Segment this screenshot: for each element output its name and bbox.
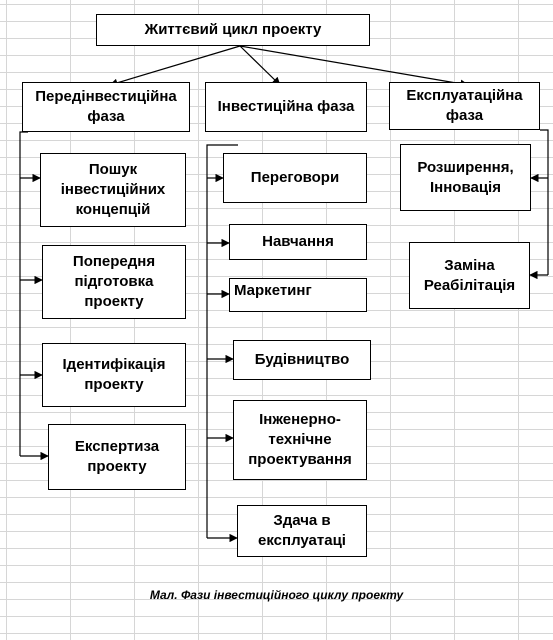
connector-oper-trunk (540, 129, 549, 275)
inv-step-box: Переговори (223, 153, 367, 203)
oper-step-label: Заміна Реабілітація (423, 256, 516, 294)
inv-step-box: Маркетинг (229, 278, 367, 312)
phase-investment: Інвестиційна фаза (205, 82, 367, 132)
root-label: Життєвий цикл проекту (144, 21, 322, 38)
connector-inv-trunk (206, 144, 238, 538)
oper-step-box: Розширення, Інновація (400, 144, 531, 211)
pre-step-box: Пошук інвестиційних концепцій (40, 153, 186, 227)
pre-step-box: Експертиза проекту (48, 424, 186, 490)
phase-label: Передінвестиційна фаза (35, 88, 177, 125)
inv-step-label: Будівництво (254, 351, 350, 368)
pre-step-label: Експертиза проекту (74, 438, 160, 475)
inv-step-box: Будівництво (233, 340, 371, 380)
root-box: Життєвий цикл проекту (96, 14, 370, 46)
oper-step-box: Заміна Реабілітація (409, 242, 530, 309)
phase-operation: Експлуатаційна фаза (389, 82, 540, 130)
figure-caption: Мал. Фази інвестиційного циклу проекту (149, 588, 404, 602)
phase-label: Інвестиційна фаза (217, 98, 355, 115)
inv-step-label: Переговори (250, 169, 340, 186)
phase-label: Експлуатаційна фаза (406, 87, 523, 124)
oper-step-label: Розширення, Інновація (417, 158, 514, 196)
connector-root-oper (239, 45, 469, 88)
connector-pre-trunk (19, 131, 28, 456)
pre-step-label: Ідентифікація проекту (62, 356, 166, 393)
pre-step-box: Попередня підготовка проекту (42, 245, 186, 319)
connector-root-pre (109, 45, 241, 87)
inv-step-label: Маркетинг (234, 282, 312, 299)
inv-step-label: Інженерно-технічне проектування (248, 411, 352, 468)
pre-step-label: Пошук інвестиційних концепцій (60, 161, 166, 218)
inv-step-box: Здача в експлуатаці (237, 505, 367, 557)
pre-step-label: Попередня підготовка проекту (72, 253, 156, 310)
inv-step-box: Інженерно-технічне проектування (233, 400, 367, 480)
connector-root-inv (239, 45, 281, 86)
inv-step-label: Здача в експлуатаці (258, 512, 346, 549)
inv-step-label: Навчання (262, 233, 334, 250)
inv-step-box: Навчання (229, 224, 367, 260)
phase-pre-investment: Передінвестиційна фаза (22, 82, 190, 132)
pre-step-box: Ідентифікація проекту (42, 343, 186, 407)
